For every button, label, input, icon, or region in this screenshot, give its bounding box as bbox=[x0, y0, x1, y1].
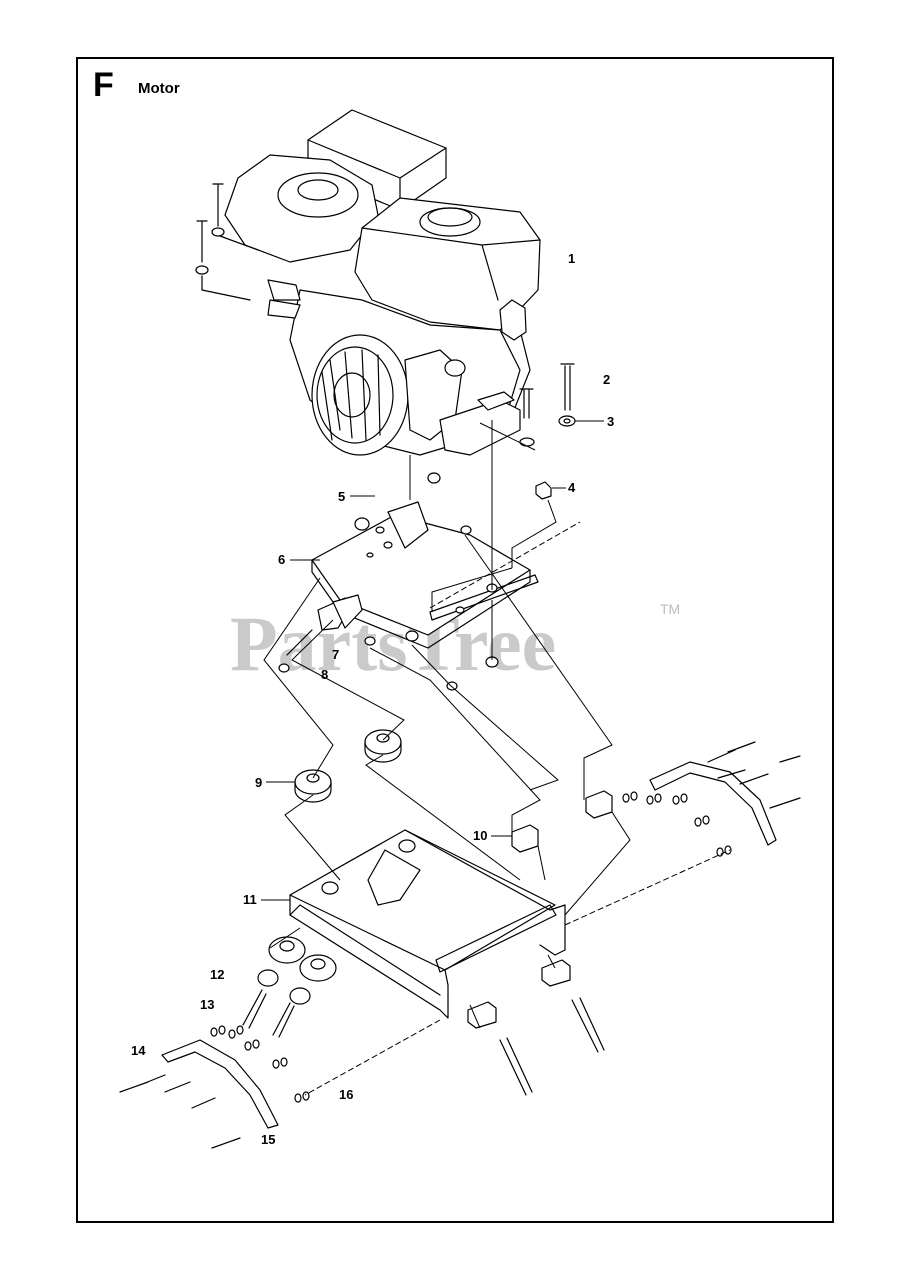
foot-12[interactable] bbox=[257, 936, 337, 1005]
callout-14: 14 bbox=[131, 1043, 146, 1058]
bolt-2[interactable] bbox=[560, 363, 575, 411]
callout-15: 15 bbox=[261, 1132, 275, 1147]
svg-text:11: 11 bbox=[243, 892, 257, 907]
section-letter: F bbox=[93, 66, 114, 104]
svg-text:16: 16 bbox=[339, 1087, 353, 1102]
svg-text:6: 6 bbox=[278, 552, 285, 567]
svg-text:15: 15 bbox=[261, 1132, 275, 1147]
svg-text:13: 13 bbox=[200, 997, 214, 1012]
callout-7: 7 bbox=[332, 647, 339, 662]
callout-11: 11 bbox=[243, 892, 290, 907]
spacer-10[interactable] bbox=[467, 790, 613, 1029]
svg-text:3: 3 bbox=[607, 414, 614, 429]
svg-text:2: 2 bbox=[603, 372, 610, 387]
svg-text:1: 1 bbox=[568, 251, 575, 266]
mount-plate[interactable] bbox=[311, 501, 539, 649]
diagram-frame bbox=[76, 57, 834, 1223]
callout-9: 9 bbox=[255, 775, 295, 790]
engine[interactable] bbox=[195, 109, 541, 456]
callout-1: 1 bbox=[568, 251, 575, 266]
callout-6: 6 bbox=[278, 552, 320, 567]
callout-4: 4 bbox=[552, 480, 576, 495]
watermark-tm: TM bbox=[660, 601, 680, 617]
svg-text:4: 4 bbox=[568, 480, 576, 495]
svg-text:7: 7 bbox=[332, 647, 339, 662]
svg-text:9: 9 bbox=[255, 775, 262, 790]
callout-10: 10 bbox=[473, 828, 512, 843]
svg-text:10: 10 bbox=[473, 828, 487, 843]
bracket-7[interactable] bbox=[317, 594, 363, 631]
callout-8: 8 bbox=[321, 667, 328, 682]
svg-text:14: 14 bbox=[131, 1043, 146, 1058]
washer-3[interactable] bbox=[558, 415, 576, 427]
callout-5: 5 bbox=[338, 489, 375, 504]
rivet-15[interactable] bbox=[119, 741, 801, 1149]
svg-text:5: 5 bbox=[338, 489, 345, 504]
svg-text:8: 8 bbox=[321, 667, 328, 682]
callout-3: 3 bbox=[575, 414, 614, 429]
skid-14[interactable] bbox=[161, 1039, 279, 1129]
callout-12: 12 bbox=[210, 967, 224, 982]
base-frame[interactable] bbox=[289, 829, 566, 1019]
callout-13: 13 bbox=[200, 997, 214, 1012]
callout-16: 16 bbox=[339, 1087, 353, 1102]
rubber-mount-9[interactable] bbox=[294, 729, 402, 803]
skid-right[interactable] bbox=[649, 761, 777, 846]
washer-16[interactable] bbox=[210, 791, 732, 1103]
section-title: Motor bbox=[138, 80, 180, 97]
svg-text:12: 12 bbox=[210, 967, 224, 982]
callout-2: 2 bbox=[603, 372, 610, 387]
